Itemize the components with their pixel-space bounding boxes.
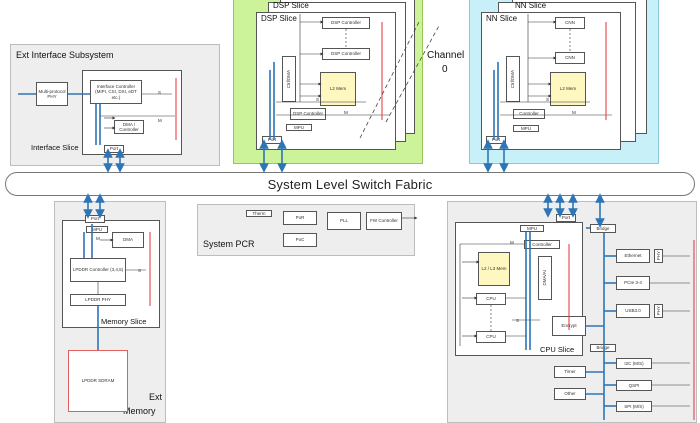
cpu-core-a: CPU bbox=[476, 293, 506, 305]
ext-m-label: M bbox=[158, 118, 162, 123]
pcr-pll: PLL bbox=[327, 212, 361, 230]
ext-dma-controller: DMA / Controller bbox=[114, 120, 144, 134]
dsp-s-label: S bbox=[316, 97, 320, 102]
cpu-bridge-top: Bridge bbox=[590, 224, 616, 233]
cpu-qspi: QSPI bbox=[616, 380, 652, 391]
dsp-slice-title: DSP Slice bbox=[261, 14, 297, 23]
nn-port: Port bbox=[486, 136, 506, 144]
nn-m-label: M bbox=[572, 110, 576, 115]
cpu-i2c: I2C (M/S) bbox=[616, 358, 652, 369]
lpddr-sdram: LPDDR SDRAM bbox=[68, 350, 128, 412]
cpu-ethernet-phy: PHY bbox=[654, 249, 663, 263]
cpu-controller: Controller bbox=[524, 240, 560, 249]
nn-controller: Controller bbox=[513, 109, 545, 119]
lpddr-controller: LPDDR Controller (3,4,5) bbox=[70, 258, 126, 282]
cpu-m-label: M bbox=[510, 240, 514, 245]
memory-dma: DMA bbox=[112, 232, 144, 248]
nn-l2-mem: L2 Mem bbox=[550, 72, 586, 106]
nn-mpu: MPU bbox=[513, 125, 539, 132]
cpu-slice-title: CPU Slice bbox=[540, 345, 575, 354]
dsp-port: Port bbox=[262, 136, 282, 144]
ext-memory-title-2: Memory bbox=[123, 406, 156, 416]
cpu-usb-phy: PHY bbox=[654, 304, 663, 318]
memory-port: Port bbox=[85, 215, 105, 223]
cpu-mpu: MPU bbox=[520, 225, 544, 232]
ext-s-label: S bbox=[158, 90, 162, 95]
pcr-por: PoR bbox=[283, 211, 317, 225]
cpu-bridge-mid: Bridge bbox=[590, 344, 616, 352]
switch-fabric: System Level Switch Fabric bbox=[5, 172, 695, 196]
channel-number: 0 bbox=[442, 64, 448, 75]
memory-s-label: S bbox=[138, 268, 142, 273]
pcr-poc: PoC bbox=[283, 233, 317, 247]
cpu-other: Other bbox=[554, 388, 586, 400]
lpddr-phy: LPDDR PHY bbox=[70, 294, 126, 306]
dsp-controller-c: DSP Controller bbox=[290, 108, 326, 120]
nn-cnn-b: CNN bbox=[555, 52, 585, 64]
dsp-controller-b: DSP Controller bbox=[322, 48, 370, 60]
switch-fabric-title: System Level Switch Fabric bbox=[267, 176, 433, 192]
ext-port: Port bbox=[104, 145, 124, 153]
cpu-spi: SPI (M/S) bbox=[616, 401, 652, 412]
nn-s-label: S bbox=[546, 97, 550, 102]
cpu-l2-l3-mem: L2 / L3 Mem bbox=[478, 252, 510, 286]
cpu-dma-ai: DMA/AI bbox=[538, 256, 552, 300]
system-pcr-title: System PCR bbox=[203, 239, 255, 249]
pcr-therm: Therm bbox=[246, 210, 272, 217]
memory-mpu: MPU bbox=[86, 226, 108, 233]
cpu-core-b: CPU bbox=[476, 331, 506, 343]
nn-ctrl-dma: Ctrl/DMA bbox=[506, 56, 520, 102]
nn-back-title: NN Slice bbox=[515, 1, 547, 10]
pcr-fw-controller: FW Controller bbox=[366, 212, 402, 230]
dsp-m-label: M bbox=[344, 110, 348, 115]
memory-slice-title: Memory Slice bbox=[101, 317, 147, 326]
cpu-encrypt: Encrypt bbox=[552, 316, 586, 336]
dsp-back-title: DSP Slice bbox=[273, 1, 309, 10]
nn-slice-title: NN Slice bbox=[486, 14, 518, 23]
ext-interface-controller: Interface Controller (MIPI, CSI, DSI, eD… bbox=[90, 80, 142, 104]
memory-m-label: M bbox=[96, 236, 100, 241]
dsp-l2-mem: L2 Mem bbox=[320, 72, 356, 106]
dsp-mpu: MPU bbox=[286, 124, 312, 131]
cpu-ethernet: Ethernet bbox=[616, 249, 650, 263]
cpu-port: Port bbox=[556, 214, 576, 222]
cpu-s-label: S bbox=[516, 318, 520, 323]
dsp-ctrl-dma: Ctrl/DMA bbox=[282, 56, 296, 102]
nn-cnn-a: CNN bbox=[555, 17, 585, 29]
ext-interface-title: Ext Interface Subsystem bbox=[16, 50, 114, 60]
interface-slice-title: Interface Slice bbox=[31, 143, 79, 152]
dsp-controller-a: DSP Controller bbox=[322, 17, 370, 29]
cpu-timer: Timer bbox=[554, 366, 586, 378]
cpu-pcie: PCIe 3-4 bbox=[616, 276, 650, 290]
cpu-usb: USB3.0 bbox=[616, 304, 650, 318]
ext-phy: Multi-protocol PHY bbox=[36, 82, 68, 106]
ext-memory-title-1: Ext bbox=[149, 392, 163, 402]
channel-label: Channel bbox=[427, 50, 465, 61]
